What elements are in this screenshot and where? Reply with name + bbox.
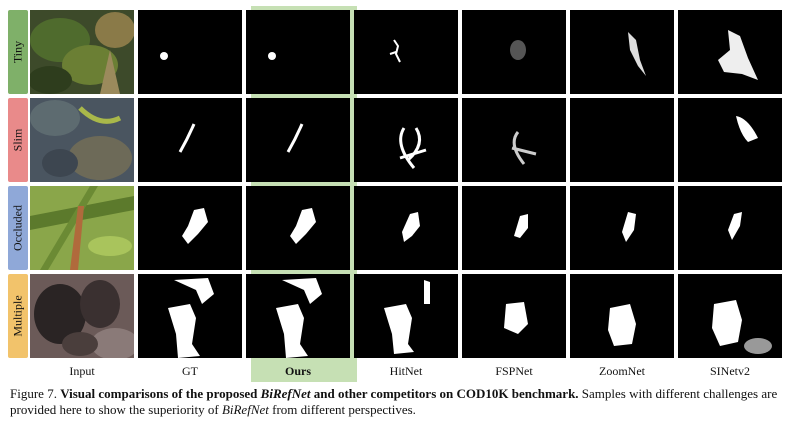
mask-ours-occluded bbox=[246, 186, 350, 270]
caption-rest-b: from different perspectives. bbox=[272, 402, 416, 417]
mask-gt-multiple bbox=[138, 274, 242, 358]
input-image-tiny bbox=[30, 10, 134, 94]
column-label-zoomnet: ZoomNet bbox=[599, 364, 645, 378]
mask-zoomnet-multiple bbox=[570, 274, 674, 358]
caption-prefix: Figure 7. bbox=[10, 386, 57, 401]
mask-fspnet-slim bbox=[462, 98, 566, 182]
mask-ours-tiny bbox=[246, 10, 350, 94]
row-label-slim: Slim bbox=[8, 98, 28, 182]
column-label-sinetv2: SINetv2 bbox=[710, 364, 750, 378]
mask-gt-slim bbox=[138, 98, 242, 182]
row-label-occluded: Occluded bbox=[8, 186, 28, 270]
mask-zoomnet-occluded bbox=[570, 186, 674, 270]
input-image-multiple bbox=[30, 274, 134, 358]
figure-caption: Figure 7. Visual comparisons of the prop… bbox=[10, 386, 782, 418]
caption-method-name: BiRefNet bbox=[221, 402, 269, 417]
mask-fspnet-occluded bbox=[462, 186, 566, 270]
column-label-gt: GT bbox=[182, 364, 198, 378]
mask-hitnet-tiny bbox=[354, 10, 458, 94]
caption-bold-b: and other competitors on COD10K benchmar… bbox=[313, 386, 579, 401]
caption-rest-a: Samples with different challenges are pr… bbox=[10, 386, 778, 417]
mask-gt-tiny bbox=[138, 10, 242, 94]
mask-fspnet-tiny bbox=[462, 10, 566, 94]
mask-hitnet-slim bbox=[354, 98, 458, 182]
figure-grid: Tiny Slim Occluded Multiple bbox=[8, 6, 784, 384]
mask-ours-slim bbox=[246, 98, 350, 182]
column-label-fspnet: FSPNet bbox=[495, 364, 533, 378]
mask-sinetv2-slim bbox=[678, 98, 782, 182]
mask-ours-multiple bbox=[246, 274, 350, 358]
caption-method-name-bold: BiRefNet bbox=[260, 386, 311, 401]
column-label-input: Input bbox=[69, 364, 95, 378]
column-label-ours: Ours bbox=[284, 364, 311, 378]
row-label-tiny: Tiny bbox=[8, 10, 28, 94]
caption-bold-a: Visual comparisons of the proposed bbox=[60, 386, 258, 401]
mask-hitnet-multiple bbox=[354, 274, 458, 358]
mask-sinetv2-multiple bbox=[678, 274, 782, 358]
mask-zoomnet-tiny bbox=[570, 10, 674, 94]
input-image-slim bbox=[30, 98, 134, 182]
mask-gt-occluded bbox=[138, 186, 242, 270]
mask-zoomnet-slim bbox=[570, 98, 674, 182]
mask-sinetv2-tiny bbox=[678, 10, 782, 94]
mask-hitnet-occluded bbox=[354, 186, 458, 270]
row-label-multiple: Multiple bbox=[8, 274, 28, 358]
mask-sinetv2-occluded bbox=[678, 186, 782, 270]
column-label-hitnet: HitNet bbox=[389, 364, 423, 378]
mask-fspnet-multiple bbox=[462, 274, 566, 358]
input-image-occluded bbox=[30, 186, 134, 270]
